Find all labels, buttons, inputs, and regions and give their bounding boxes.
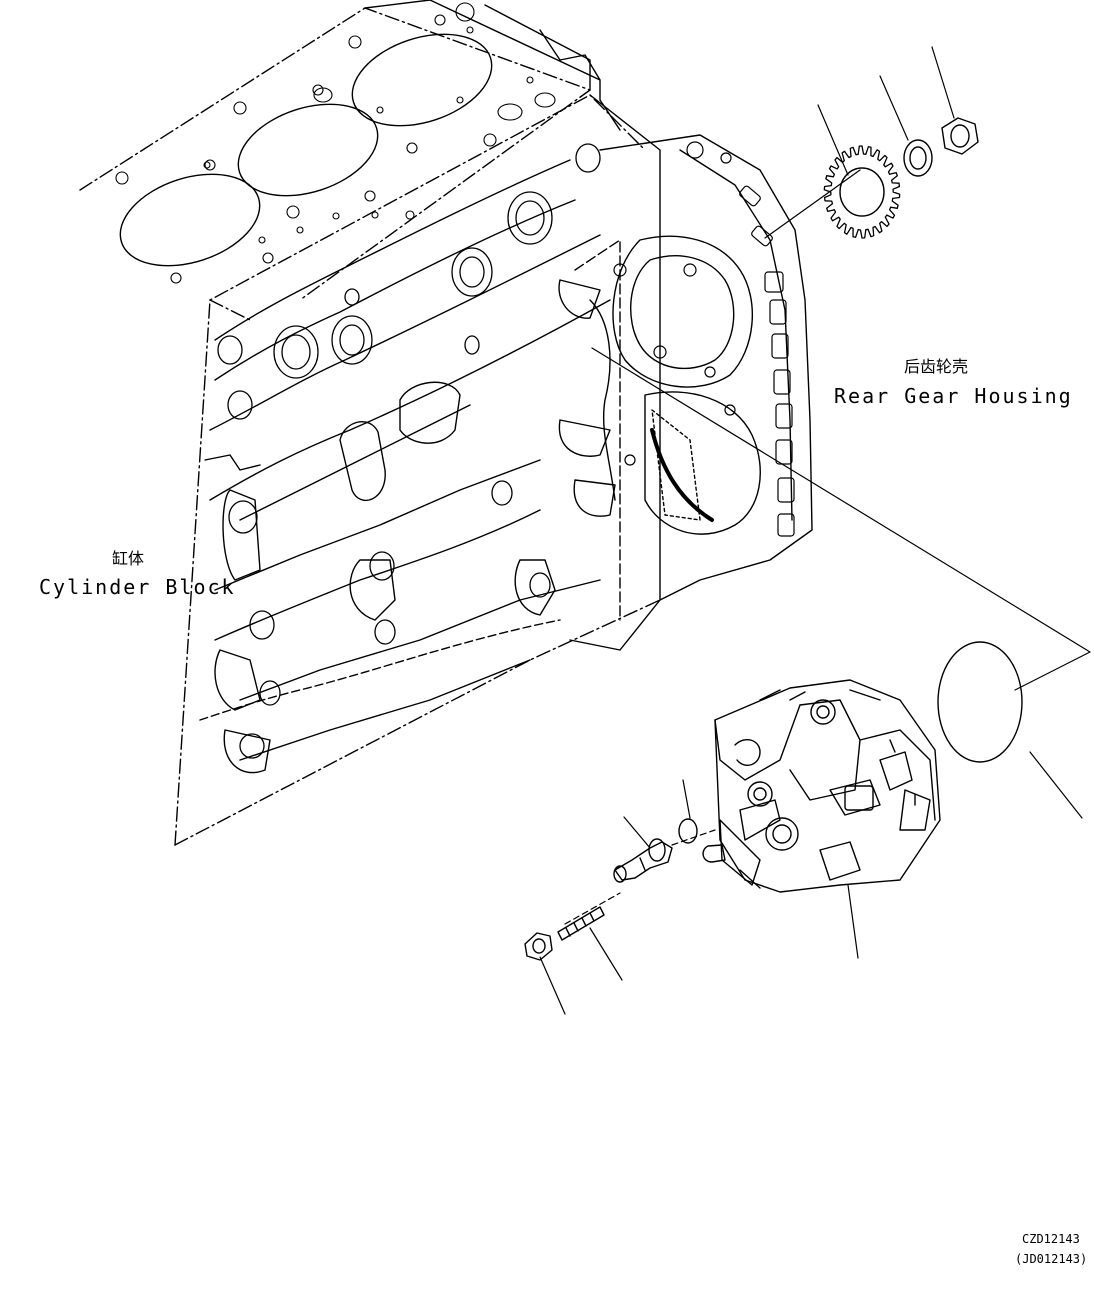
pump-drive-gear	[823, 145, 901, 239]
gear-nut	[941, 117, 979, 155]
fitting-o-ring	[678, 818, 698, 844]
connector-fitting	[613, 838, 673, 883]
cylinder-block	[79, 0, 661, 846]
pump-nut	[524, 932, 553, 961]
cylinder-block-label-cn: 缸体	[112, 549, 145, 568]
cylinder-block-label-en: Cylinder Block	[39, 575, 236, 599]
leader-lines	[539, 46, 1091, 1015]
drawing-code-primary: CZD12143	[1022, 1232, 1080, 1246]
pump-stud	[557, 906, 605, 941]
rear-gear-housing	[599, 134, 813, 601]
pump-o-ring	[937, 641, 1023, 763]
lock-washer	[903, 139, 933, 177]
drawing-code-secondary: (JD012143)	[1015, 1252, 1088, 1266]
rear-gear-housing-label-en: Rear Gear Housing	[834, 384, 1073, 408]
fuel-injection-pump	[702, 679, 941, 893]
rear-gear-housing-label-cn: 后齿轮壳	[904, 357, 969, 376]
